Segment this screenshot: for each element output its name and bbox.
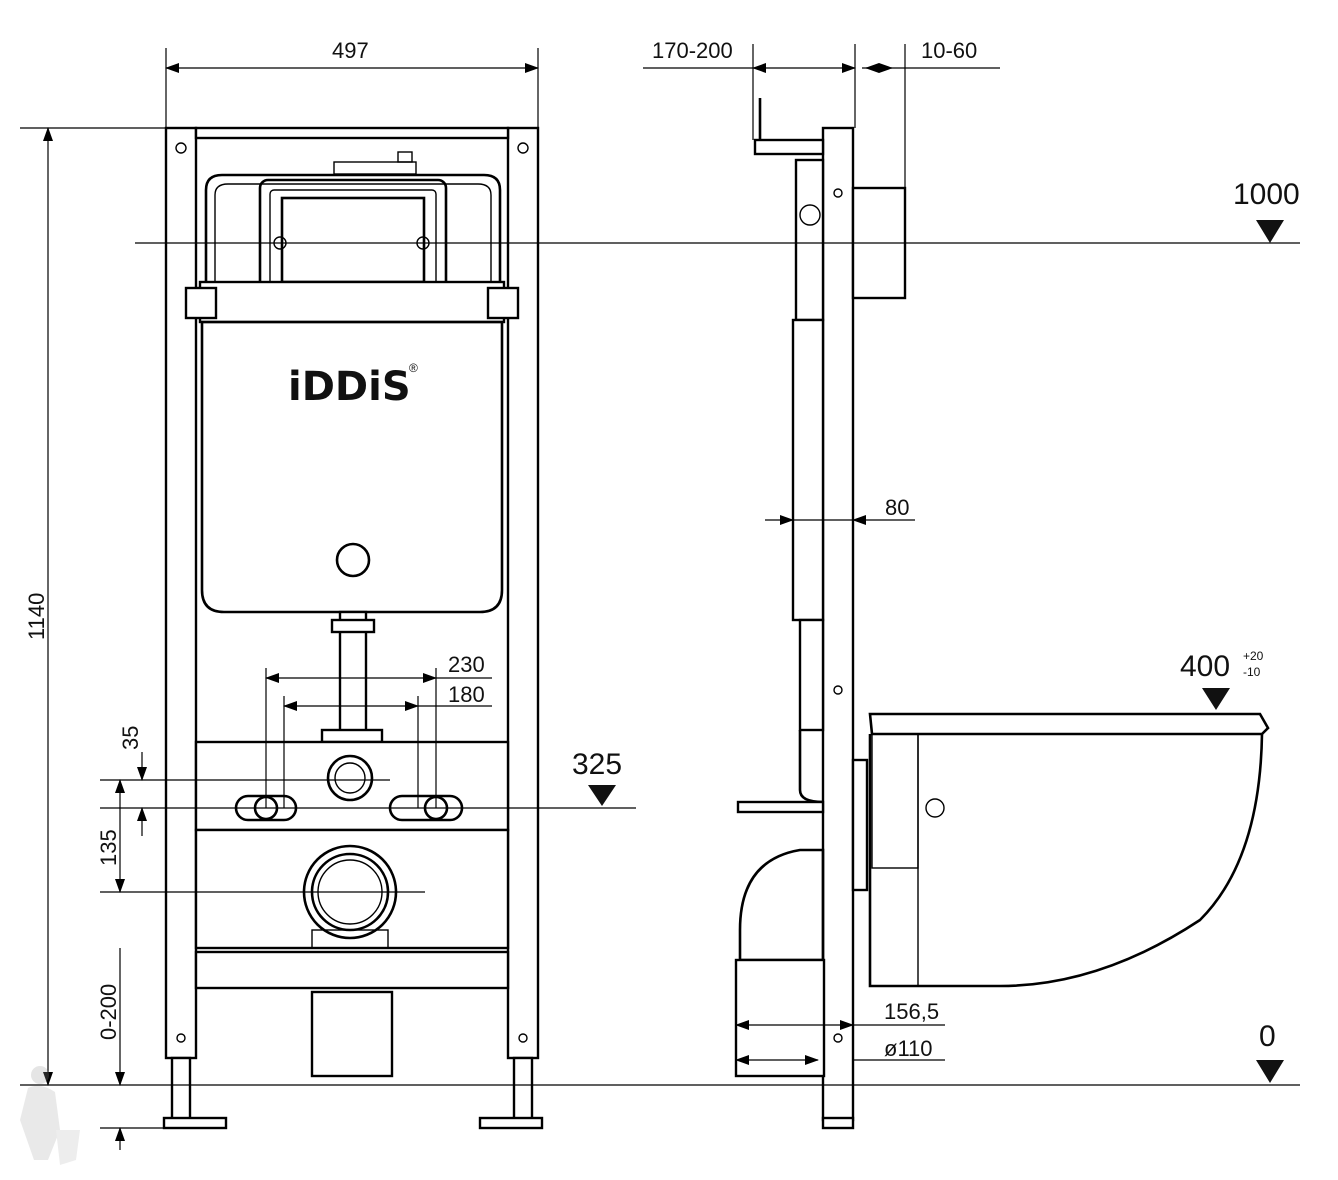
dim-drain-offset: 135	[96, 829, 121, 866]
dim-stud-inner: 180	[448, 682, 485, 707]
dim-leg-adjust: 0-200	[96, 984, 121, 1040]
dim-depth-adjust: 170-200	[652, 38, 733, 63]
dim-stud-height: 325	[572, 748, 622, 781]
dimension-lines: 497 1140 1000 0 170-200 10-60 80	[20, 38, 1300, 1150]
toilet-seat	[868, 712, 1270, 736]
side-post	[821, 126, 855, 1122]
toilet-bowl	[868, 733, 1264, 988]
dim-stud-offset: 35	[118, 726, 143, 750]
side-view	[734, 98, 1270, 1130]
dim-height: 1140	[24, 593, 49, 640]
cistern-side	[791, 318, 825, 622]
dim-panel-offset: 10-60	[921, 38, 977, 63]
svg-text:®: ®	[409, 361, 418, 375]
dim-stud-outer: 230	[448, 652, 485, 677]
top-rail	[194, 126, 510, 140]
dim-floor: 0	[1259, 1020, 1276, 1053]
right-post	[506, 126, 540, 1060]
brand-logo: iDDiS	[288, 364, 411, 410]
dim-seat-height: 400	[1180, 650, 1230, 683]
cistern	[200, 320, 504, 614]
left-post	[164, 126, 198, 1060]
dim-frame-depth: 80	[885, 495, 909, 520]
dim-flush-height: 1000	[1233, 178, 1300, 211]
dim-width: 497	[332, 38, 369, 63]
dim-seat-tol-plus: +20	[1243, 649, 1264, 663]
flush-hole	[335, 542, 371, 578]
front-view: iDDiS ®	[162, 126, 544, 1130]
dim-seat-tol-minus: -10	[1243, 665, 1261, 679]
dim-drain-diameter: ø110	[884, 1036, 933, 1061]
plumber-icon	[20, 1066, 80, 1165]
dim-drain-projection: 156,5	[884, 999, 939, 1024]
